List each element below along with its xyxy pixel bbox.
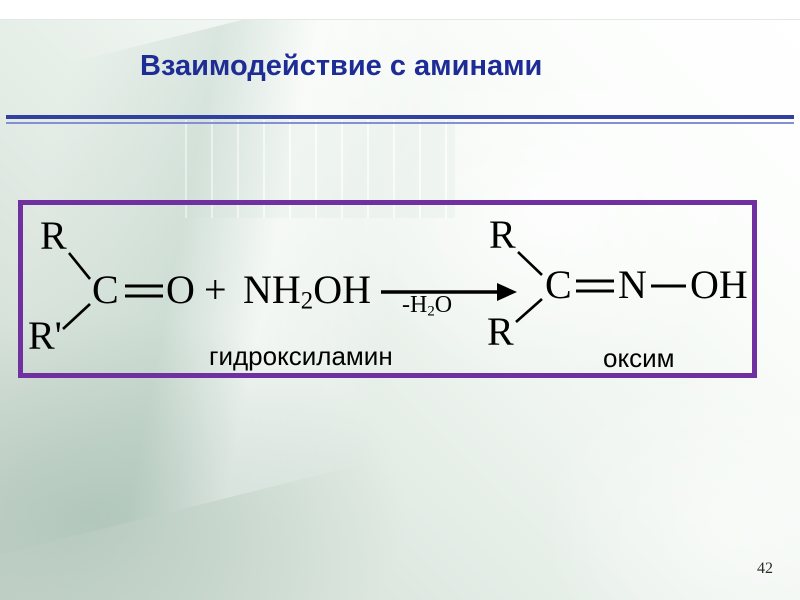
slide-title: Взаимодействие с аминами [140,50,543,82]
top-band [0,0,800,20]
bond-line [517,251,543,276]
product-nitrogen: N [618,262,647,307]
reagent-formula: NH2OH [243,270,371,314]
product-r-bottom: R [487,309,514,354]
product-carbon: C [545,262,572,307]
bond-line [515,298,543,323]
reactant-r-top: R [40,213,67,258]
title-separator-thick [6,115,794,119]
reagent-formula-pre: NH [243,267,301,312]
reagent-formula-subscript: 2 [300,287,314,315]
bond-line [62,303,91,330]
bond-lines [62,251,686,330]
product-r-top: R [489,212,516,257]
plus-sign: + [204,267,227,312]
reactant-carbon: C [92,267,119,312]
reaction-arrow-head [497,283,517,301]
title-separator-thin [6,122,794,124]
product-name-label: оксим [603,343,675,373]
reactant-oxygen: O [166,267,195,312]
arrow-label-pre: -H [402,292,428,318]
arrow-label-post: O [434,292,453,318]
arrow-label: -H2O [402,293,452,319]
reactant-r-bottom: R' [28,313,62,358]
product-hydroxyl: OH [690,262,748,307]
reaction-box: R R' C O + NH2OH -H2O R R C N OH гидрокс… [18,200,757,378]
page-number: 42 [757,560,773,577]
arrow-label-subscript: 2 [427,303,435,320]
reagent-formula-post: OH [313,267,371,312]
bond-line [67,252,92,280]
reagent-name-label: гидроксиламин [209,341,393,371]
